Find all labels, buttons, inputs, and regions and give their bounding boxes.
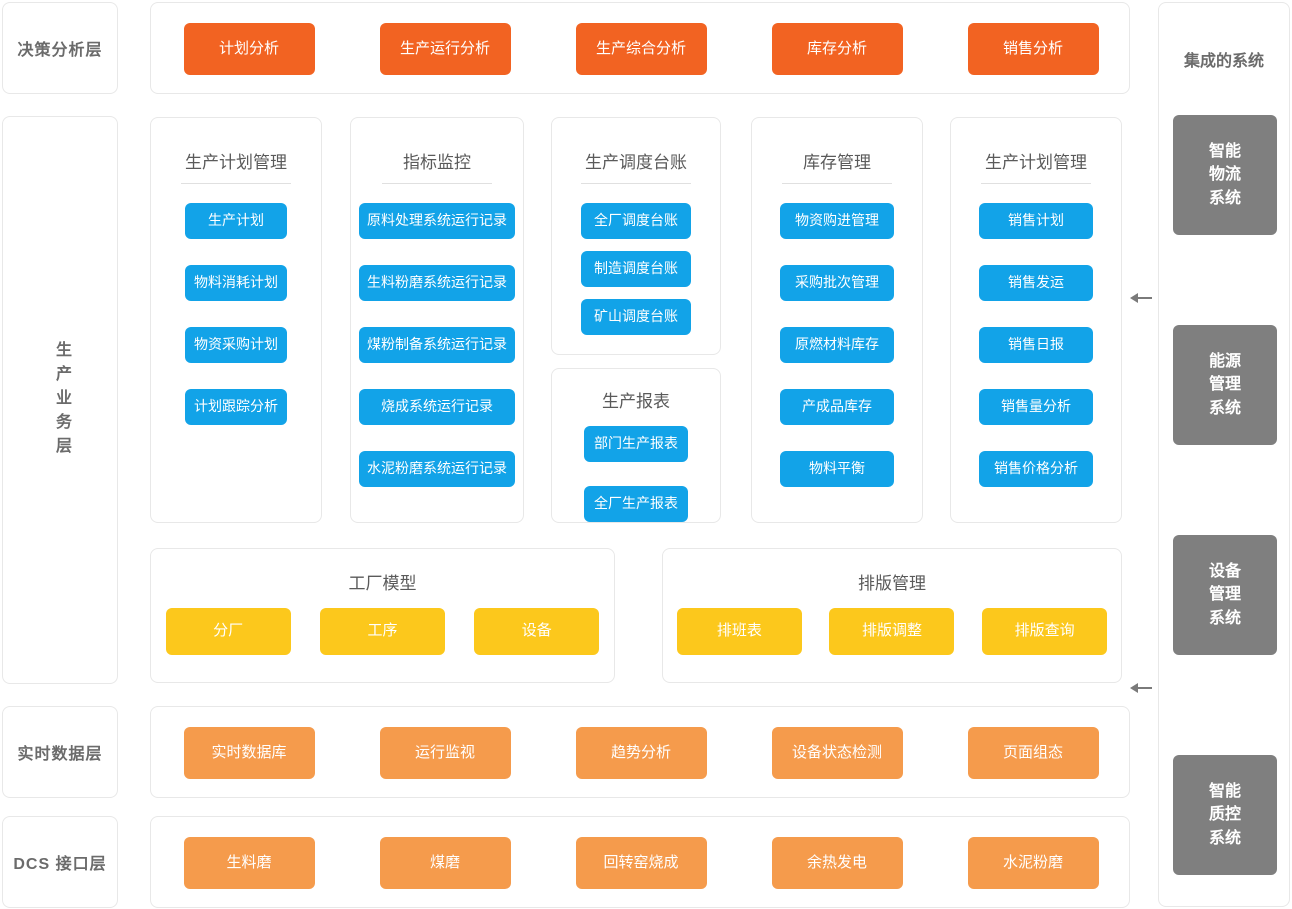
column-0-item-0[interactable]: 生产计划 bbox=[185, 203, 287, 239]
column-card-inventory: 库存管理 物资购进管理 采购批次管理 原燃材料库存 产成品库存 物料平衡 bbox=[751, 117, 923, 523]
column-0-item-1[interactable]: 物料消耗计划 bbox=[185, 265, 287, 301]
layer-label-realtime-text: 实时数据层 bbox=[17, 746, 103, 763]
integrated-systems-title: 集成的系统 bbox=[1183, 53, 1264, 70]
factory-model-title: 工厂模型 bbox=[348, 574, 417, 593]
integrated-system-1[interactable]: 能源 管理 系统 bbox=[1173, 325, 1277, 445]
column-card-production-report: 生产报表 部门生产报表 全厂生产报表 bbox=[551, 368, 721, 523]
column-2-item-1[interactable]: 制造调度台账 bbox=[581, 251, 691, 287]
arrow-left-icon bbox=[1130, 293, 1138, 303]
integration-arrow-upper bbox=[1130, 292, 1152, 304]
column-1-item-0[interactable]: 原料处理系统运行记录 bbox=[359, 203, 515, 239]
layer-label-production: 生产业务层 bbox=[2, 116, 118, 684]
realtime-button-2[interactable]: 趋势分析 bbox=[575, 727, 707, 779]
realtime-button-4[interactable]: 页面组态 bbox=[967, 727, 1099, 779]
column-title-4: 生产计划管理 bbox=[985, 153, 1087, 172]
dcs-button-2[interactable]: 回转窑烧成 bbox=[575, 837, 707, 889]
column-card-production-plan: 生产计划管理 生产计划 物料消耗计划 物资采购计划 计划跟踪分析 bbox=[150, 117, 322, 523]
schedule-management-panel: 排版管理 排班表 排版调整 排版查询 bbox=[662, 548, 1122, 683]
column-1-item-4[interactable]: 水泥粉磨系统运行记录 bbox=[359, 451, 515, 487]
column-title-1: 指标监控 bbox=[403, 153, 471, 172]
schedule-mgmt-item-0[interactable]: 排班表 bbox=[676, 608, 802, 655]
column-3-item-2[interactable]: 原燃材料库存 bbox=[780, 327, 894, 363]
arrow-left-icon bbox=[1130, 683, 1138, 693]
column-card-indicator-monitor: 指标监控 原料处理系统运行记录 生料粉磨系统运行记录 煤粉制备系统运行记录 烧成… bbox=[350, 117, 524, 523]
factory-model-item-1[interactable]: 工序 bbox=[319, 608, 445, 655]
integration-arrow-lower bbox=[1130, 682, 1152, 694]
layer-label-decision: 决策分析层 bbox=[2, 2, 118, 94]
column-card-dispatch-ledger: 生产调度台账 全厂调度台账 制造调度台账 矿山调度台账 bbox=[551, 117, 721, 355]
dcs-button-3[interactable]: 余热发电 bbox=[771, 837, 903, 889]
column-0-item-3[interactable]: 计划跟踪分析 bbox=[185, 389, 287, 425]
layer-label-production-text: 生产业务层 bbox=[53, 341, 70, 461]
dcs-button-0[interactable]: 生料磨 bbox=[183, 837, 315, 889]
dcs-layer-panel: 生料磨 煤磨 回转窑烧成 余热发电 水泥粉磨 bbox=[150, 816, 1130, 908]
dcs-button-1[interactable]: 煤磨 bbox=[379, 837, 511, 889]
decision-button-1[interactable]: 生产运行分析 bbox=[379, 23, 511, 75]
column-title-3: 库存管理 bbox=[803, 153, 871, 172]
arrow-shaft bbox=[1136, 687, 1152, 689]
arrow-shaft bbox=[1136, 297, 1152, 299]
layer-label-decision-text: 决策分析层 bbox=[17, 42, 103, 59]
layer-label-dcs-text: DCS 接口层 bbox=[13, 856, 107, 873]
column-1-item-3[interactable]: 烧成系统运行记录 bbox=[359, 389, 515, 425]
column-1-item-2[interactable]: 煤粉制备系统运行记录 bbox=[359, 327, 515, 363]
column-4-item-3[interactable]: 销售量分析 bbox=[979, 389, 1093, 425]
column-2-item-0[interactable]: 全厂调度台账 bbox=[581, 203, 691, 239]
factory-model-item-2[interactable]: 设备 bbox=[474, 608, 600, 655]
column-0-item-2[interactable]: 物资采购计划 bbox=[185, 327, 287, 363]
column-1-item-1[interactable]: 生料粉磨系统运行记录 bbox=[359, 265, 515, 301]
decision-button-3[interactable]: 库存分析 bbox=[771, 23, 903, 75]
column-4-item-4[interactable]: 销售价格分析 bbox=[979, 451, 1093, 487]
column-3-item-3[interactable]: 产成品库存 bbox=[780, 389, 894, 425]
realtime-button-0[interactable]: 实时数据库 bbox=[183, 727, 315, 779]
realtime-button-1[interactable]: 运行监视 bbox=[379, 727, 511, 779]
column-2-item-2[interactable]: 矿山调度台账 bbox=[581, 299, 691, 335]
integrated-system-3[interactable]: 智能 质控 系统 bbox=[1173, 755, 1277, 875]
integrated-system-0[interactable]: 智能 物流 系统 bbox=[1173, 115, 1277, 235]
schedule-mgmt-title: 排版管理 bbox=[858, 574, 926, 593]
decision-button-4[interactable]: 销售分析 bbox=[967, 23, 1099, 75]
layer-label-realtime: 实时数据层 bbox=[2, 706, 118, 798]
decision-layer-panel: 计划分析 生产运行分析 生产综合分析 库存分析 销售分析 bbox=[150, 2, 1130, 94]
report-item-1[interactable]: 全厂生产报表 bbox=[584, 486, 688, 522]
factory-model-item-0[interactable]: 分厂 bbox=[165, 608, 291, 655]
integrated-systems-panel: 集成的系统 智能 物流 系统 能源 管理 系统 设备 管理 系统 智能 质控 系… bbox=[1158, 2, 1290, 907]
column-4-item-1[interactable]: 销售发运 bbox=[979, 265, 1093, 301]
report-item-0[interactable]: 部门生产报表 bbox=[584, 426, 688, 462]
column-3-item-1[interactable]: 采购批次管理 bbox=[780, 265, 894, 301]
realtime-button-3[interactable]: 设备状态检测 bbox=[771, 727, 903, 779]
integrated-system-2[interactable]: 设备 管理 系统 bbox=[1173, 535, 1277, 655]
layer-label-dcs: DCS 接口层 bbox=[2, 816, 118, 908]
dcs-button-4[interactable]: 水泥粉磨 bbox=[967, 837, 1099, 889]
decision-button-0[interactable]: 计划分析 bbox=[183, 23, 315, 75]
decision-button-2[interactable]: 生产综合分析 bbox=[575, 23, 707, 75]
column-title-0: 生产计划管理 bbox=[185, 153, 287, 172]
column-title-2: 生产调度台账 bbox=[585, 153, 687, 172]
column-card-sales-plan: 生产计划管理 销售计划 销售发运 销售日报 销售量分析 销售价格分析 bbox=[950, 117, 1122, 523]
column-3-item-4[interactable]: 物料平衡 bbox=[780, 451, 894, 487]
report-card-title: 生产报表 bbox=[602, 392, 670, 411]
column-4-item-2[interactable]: 销售日报 bbox=[979, 327, 1093, 363]
factory-model-panel: 工厂模型 分厂 工序 设备 bbox=[150, 548, 615, 683]
column-3-item-0[interactable]: 物资购进管理 bbox=[780, 203, 894, 239]
schedule-mgmt-item-2[interactable]: 排版查询 bbox=[982, 608, 1108, 655]
column-4-item-0[interactable]: 销售计划 bbox=[979, 203, 1093, 239]
realtime-layer-panel: 实时数据库 运行监视 趋势分析 设备状态检测 页面组态 bbox=[150, 706, 1130, 798]
schedule-mgmt-item-1[interactable]: 排版调整 bbox=[829, 608, 955, 655]
